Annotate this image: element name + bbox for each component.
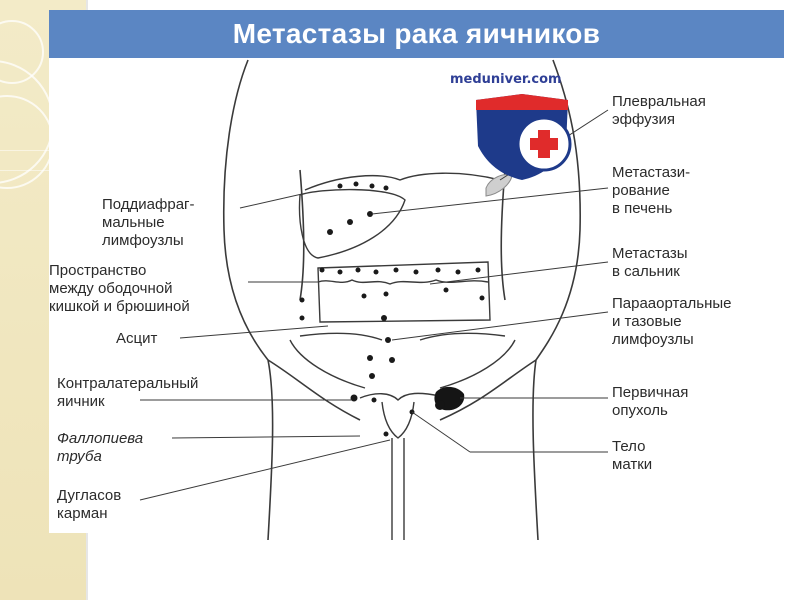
label-primary-tumor: Первичная опухоль [612,384,689,419]
label-douglas-pouch: Дугласов карман [57,487,122,522]
label-liver-metastasis: Метастази- рование в печень [612,164,691,217]
label-fallopian-tube: Фаллопиева труба [57,430,144,465]
meduniver-logo [476,94,572,180]
decor-line [0,150,86,151]
label-ascites: Асцит [116,330,158,347]
label-uterus-body: Тело матки [612,438,653,473]
label-paraaortic-nodes: Парааортальные и тазовые лимфоузлы [612,295,732,348]
label-pleural-effusion: Плевральная эффузия [612,93,706,128]
label-subdiaphragmatic-nodes: Поддиафраг- мальные лимфоузлы [102,196,195,249]
watermark-text: meduniver.com [450,72,562,87]
diagram-canvas [49,58,784,533]
label-omentum-metastasis: Метастазы в сальник [612,245,688,280]
label-contralateral-ovary: Контралатеральный яичник [57,375,199,410]
body-outline [222,59,581,541]
decor-line [0,170,86,171]
primary-tumor-lobe [435,400,445,410]
organs [289,172,516,540]
metastasis-dots [299,181,485,437]
label-paracolic-space: Пространство между ободочной кишкой и бр… [49,262,190,315]
slide-title: Метастазы рака яичников [232,18,601,49]
